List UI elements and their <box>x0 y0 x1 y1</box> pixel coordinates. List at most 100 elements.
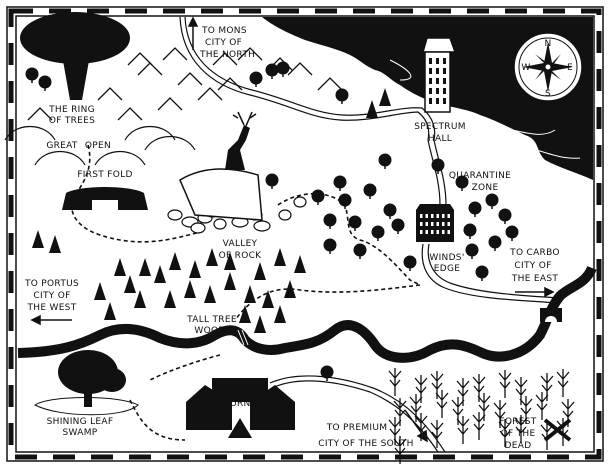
label-quarantine-1: QUARANTINE <box>449 171 511 181</box>
dead-tree-icon <box>514 415 528 443</box>
dead-tree-icon <box>409 394 423 422</box>
label-east-1: TO CARBO <box>509 248 560 258</box>
label-east-2: CITY OF <box>514 261 551 271</box>
rock-icon <box>253 220 271 232</box>
pine-tree-icon <box>206 248 218 266</box>
mountain-icon <box>287 62 313 76</box>
manor-window <box>442 214 445 218</box>
pine-tree-icon <box>274 305 286 323</box>
pine-tree-icon <box>239 305 251 323</box>
compass-s: S <box>545 89 551 99</box>
rock-icon <box>278 209 292 221</box>
round-tree-icon <box>463 223 477 237</box>
swamp-willow <box>34 350 139 416</box>
label-farm: OLD BURN FARM <box>201 399 280 409</box>
label-west-3: THE WEST <box>26 303 76 313</box>
tower-window <box>429 78 432 84</box>
round-tree-icon <box>475 265 489 279</box>
rock-icon <box>293 196 307 208</box>
dead-tree-icon <box>414 413 428 441</box>
dead-tree-icon <box>456 416 470 444</box>
tower-window <box>443 88 446 94</box>
manor-window <box>442 230 445 234</box>
pine-tree-icon <box>204 285 216 303</box>
round-tree-icon <box>383 203 397 217</box>
round-tree-icon <box>498 208 512 222</box>
round-tree-icon <box>276 61 290 75</box>
dead-tree-icon <box>514 377 528 405</box>
dead-tree-icon <box>456 378 470 406</box>
label-swamp-2: SWAMP <box>63 428 98 438</box>
manor-window <box>442 222 445 226</box>
round-tree-icon <box>488 235 502 249</box>
manor-window <box>420 222 423 226</box>
pine-tree-icon <box>94 282 106 300</box>
label-ring-1: THE RING <box>48 105 95 115</box>
round-tree-icon <box>353 243 367 257</box>
label-valley-2: OF ROCK <box>219 251 263 261</box>
round-tree-icon <box>323 238 337 252</box>
dead-tree-icon <box>535 392 549 420</box>
label-swamp-1: SHINING LEAF <box>47 417 114 427</box>
tower-window <box>443 98 446 104</box>
mountain-icon <box>97 87 123 101</box>
round-tree-icon <box>249 71 263 85</box>
round-tree-icon <box>333 175 347 189</box>
round-tree-icon <box>363 183 377 197</box>
label-spectrum-2: HALL <box>428 134 452 144</box>
dead-trees <box>388 368 575 464</box>
rock-icon <box>190 222 206 234</box>
dead-tree-icon <box>430 371 444 399</box>
manor-window <box>447 230 450 234</box>
tower-window <box>429 98 432 104</box>
compass-w: W <box>521 63 530 73</box>
round-tree-icon <box>265 173 279 187</box>
pine-tree-icon <box>244 285 256 303</box>
manor-window <box>436 222 439 226</box>
round-tree-icon <box>348 215 362 229</box>
rock-icon <box>213 218 227 230</box>
pine-tree-icon <box>224 252 236 270</box>
compass-e: E <box>567 63 573 73</box>
mountain-icon <box>212 52 238 66</box>
round-tree-icon <box>465 243 479 257</box>
dead-tree-icon <box>393 398 407 426</box>
dead-tree-icon <box>388 368 402 396</box>
pine-tree-icon <box>32 230 44 248</box>
label-forest-dead-3: DEAD <box>505 441 532 451</box>
dead-tree-icon <box>388 417 402 445</box>
mountain-icon <box>217 77 243 91</box>
manor-window <box>420 214 423 218</box>
label-tall-tree-2: WOOD <box>194 326 225 336</box>
label-spectrum-1: SPECTRUM <box>414 122 466 132</box>
old-burn-farm <box>186 378 295 438</box>
round-trees <box>25 61 519 381</box>
tower-window <box>436 98 439 104</box>
pine-tree-icon <box>284 280 296 298</box>
tower-window <box>436 88 439 94</box>
label-first-fold: FIRST FOLD <box>77 170 132 180</box>
hill-icon <box>94 151 146 166</box>
river <box>17 265 597 363</box>
manor-window <box>447 214 450 218</box>
pine-tree-icon <box>189 260 201 278</box>
mountains <box>4 47 343 166</box>
round-tree-icon <box>431 158 445 172</box>
round-tree-icon <box>338 193 352 207</box>
pine-tree-icon <box>49 235 61 253</box>
label-west-2: CITY OF <box>33 291 70 301</box>
tower-window <box>429 88 432 94</box>
label-winds-1: WINDS' <box>429 253 464 263</box>
pine-tree-icon <box>254 315 266 333</box>
hill-icon <box>4 126 56 141</box>
pine-tree-icon <box>224 272 236 290</box>
pine-tree-icon <box>294 255 306 273</box>
tower-window <box>436 68 439 74</box>
dead-tree-icon <box>498 370 512 398</box>
manor-window <box>447 222 450 226</box>
label-south-2: CITY OF THE SOUTH <box>318 439 413 449</box>
pine-tree-icon <box>134 290 146 308</box>
round-tree-icon <box>371 225 385 239</box>
bridge <box>540 308 562 322</box>
